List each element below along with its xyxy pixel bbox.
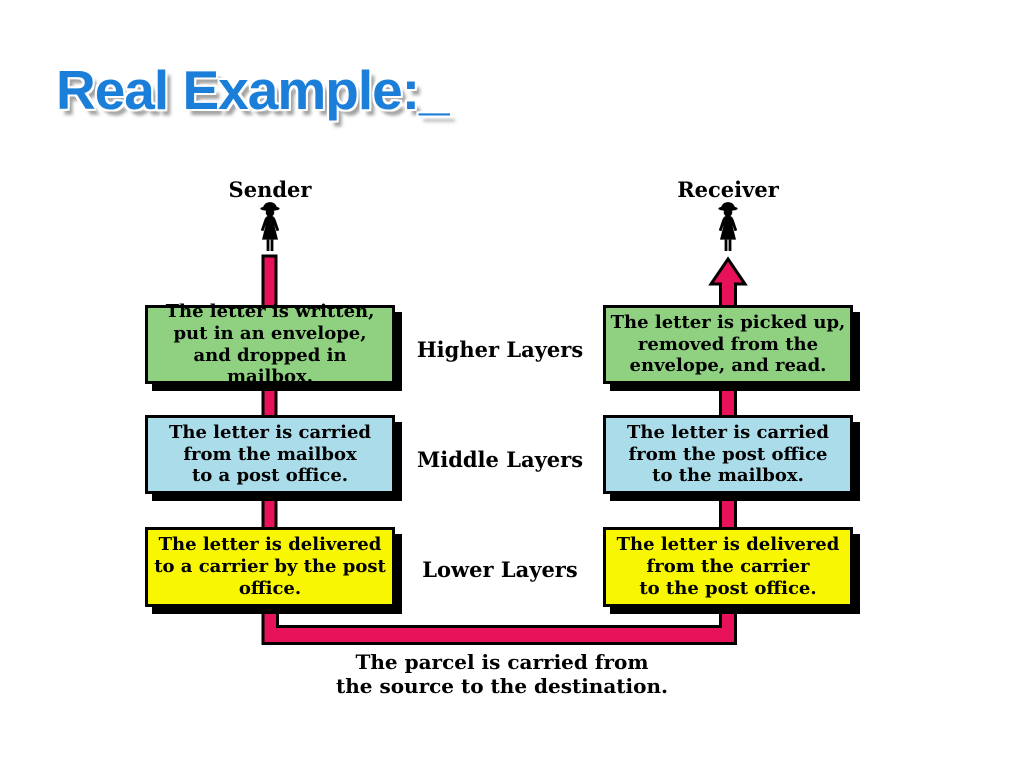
bottom-route-connector xyxy=(261,610,737,645)
sender-middle-layers-box: The letter is carried from the mailbox t… xyxy=(145,415,395,494)
receiver-label: Receiver xyxy=(677,177,779,202)
higher-layers-label: Higher Layers xyxy=(416,337,584,362)
sender-higher-layers-box: The letter is written, put in an envelop… xyxy=(145,301,395,387)
sender-lower-layers-box: The letter is delivered to a carrier by … xyxy=(145,527,395,607)
sender-person-icon xyxy=(260,202,280,251)
middle-layers-label: Middle Layers xyxy=(416,447,584,472)
receiver-lower-layers-box: The letter is delivered from the carrier… xyxy=(603,527,853,607)
receiver-person-icon xyxy=(718,202,738,251)
sender-label: Sender xyxy=(228,177,312,202)
lower-layers-label: Lower Layers xyxy=(422,557,578,582)
receiver-middle-layers-box: The letter is carried from the post offi… xyxy=(603,415,853,494)
receiver-higher-layers-box: The letter is picked up, removed from th… xyxy=(603,305,853,384)
slide-title: Real Example:_ xyxy=(56,59,450,121)
route-caption: The parcel is carried from the source to… xyxy=(335,650,668,698)
